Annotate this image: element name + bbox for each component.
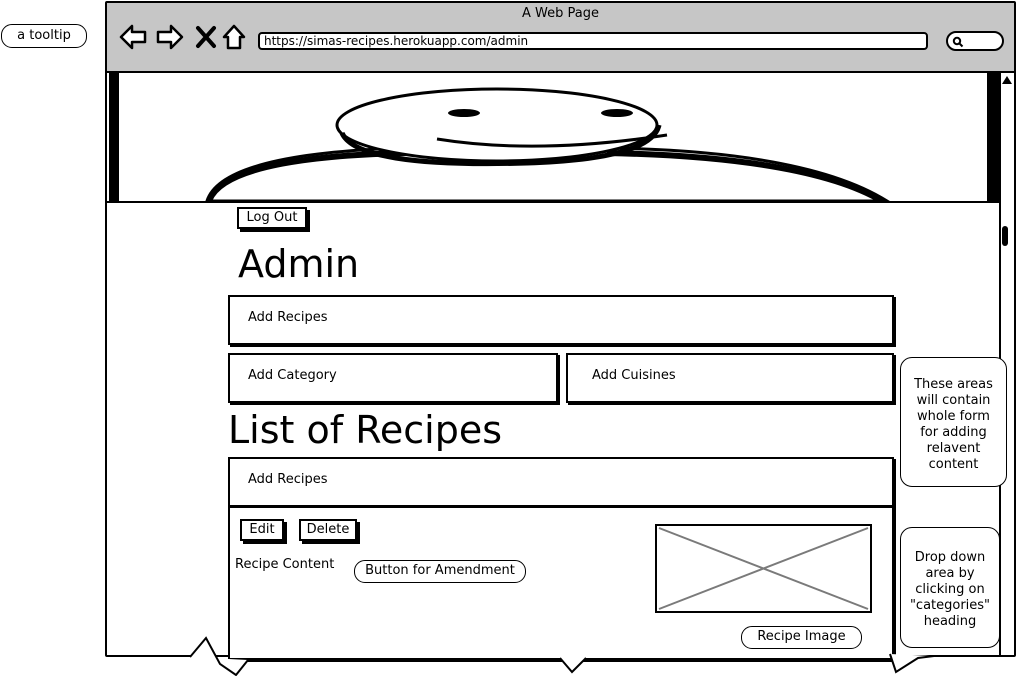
window-title: A Web Page [522, 6, 599, 21]
add-recipes-panel[interactable]: Add Recipes [228, 295, 894, 345]
recipe-content-label: Recipe Content [235, 557, 335, 572]
forms-note-text: These areas will contain whole form for … [914, 377, 993, 472]
dropdown-note: Drop down area by clicking on "categorie… [900, 527, 1000, 648]
recipe-image-placeholder [655, 524, 872, 613]
admin-heading: Admin [238, 242, 360, 286]
list-add-recipes-panel[interactable]: Add Recipes [228, 457, 894, 507]
torn-edge-mark [559, 657, 587, 674]
smiley-face-logo [109, 73, 999, 201]
tooltip-label: a tooltip [17, 28, 71, 43]
home-icon[interactable] [220, 22, 250, 52]
back-arrow-icon[interactable] [118, 22, 148, 52]
recipe-image-label: Recipe Image [757, 629, 846, 644]
dropdown-note-text: Drop down area by clicking on "categorie… [909, 550, 991, 629]
scroll-thumb[interactable] [1002, 226, 1008, 246]
add-cuisines-panel[interactable]: Add Cuisines [566, 353, 894, 403]
torn-edge-mark [889, 653, 935, 674]
search-field[interactable] [946, 31, 1004, 51]
add-category-label: Add Category [248, 368, 337, 383]
tooltip-callout: a tooltip [1, 24, 87, 48]
url-bar[interactable]: https://simas-recipes.herokuapp.com/admi… [258, 32, 928, 50]
list-of-recipes-heading: List of Recipes [228, 408, 503, 452]
button-amendment-callout: Button for Amendment [354, 560, 526, 583]
list-add-recipes-label: Add Recipes [248, 472, 328, 487]
logout-button[interactable]: Log Out [237, 207, 307, 229]
torn-edge-mark [190, 636, 249, 676]
recipe-image-callout: Recipe Image [741, 626, 862, 649]
forms-note: These areas will contain whole form for … [900, 357, 1007, 487]
scroll-up-arrow-icon[interactable] [1002, 76, 1012, 84]
add-cuisines-label: Add Cuisines [592, 368, 676, 383]
button-amendment-label: Button for Amendment [365, 563, 515, 578]
hero-image [107, 73, 999, 203]
stop-x-icon[interactable] [192, 22, 222, 52]
delete-button[interactable]: Delete [299, 519, 357, 541]
search-icon [952, 36, 964, 48]
edit-button[interactable]: Edit [240, 519, 284, 541]
add-recipes-label: Add Recipes [248, 310, 328, 325]
forward-arrow-icon[interactable] [155, 22, 185, 52]
add-category-panel[interactable]: Add Category [228, 353, 558, 403]
